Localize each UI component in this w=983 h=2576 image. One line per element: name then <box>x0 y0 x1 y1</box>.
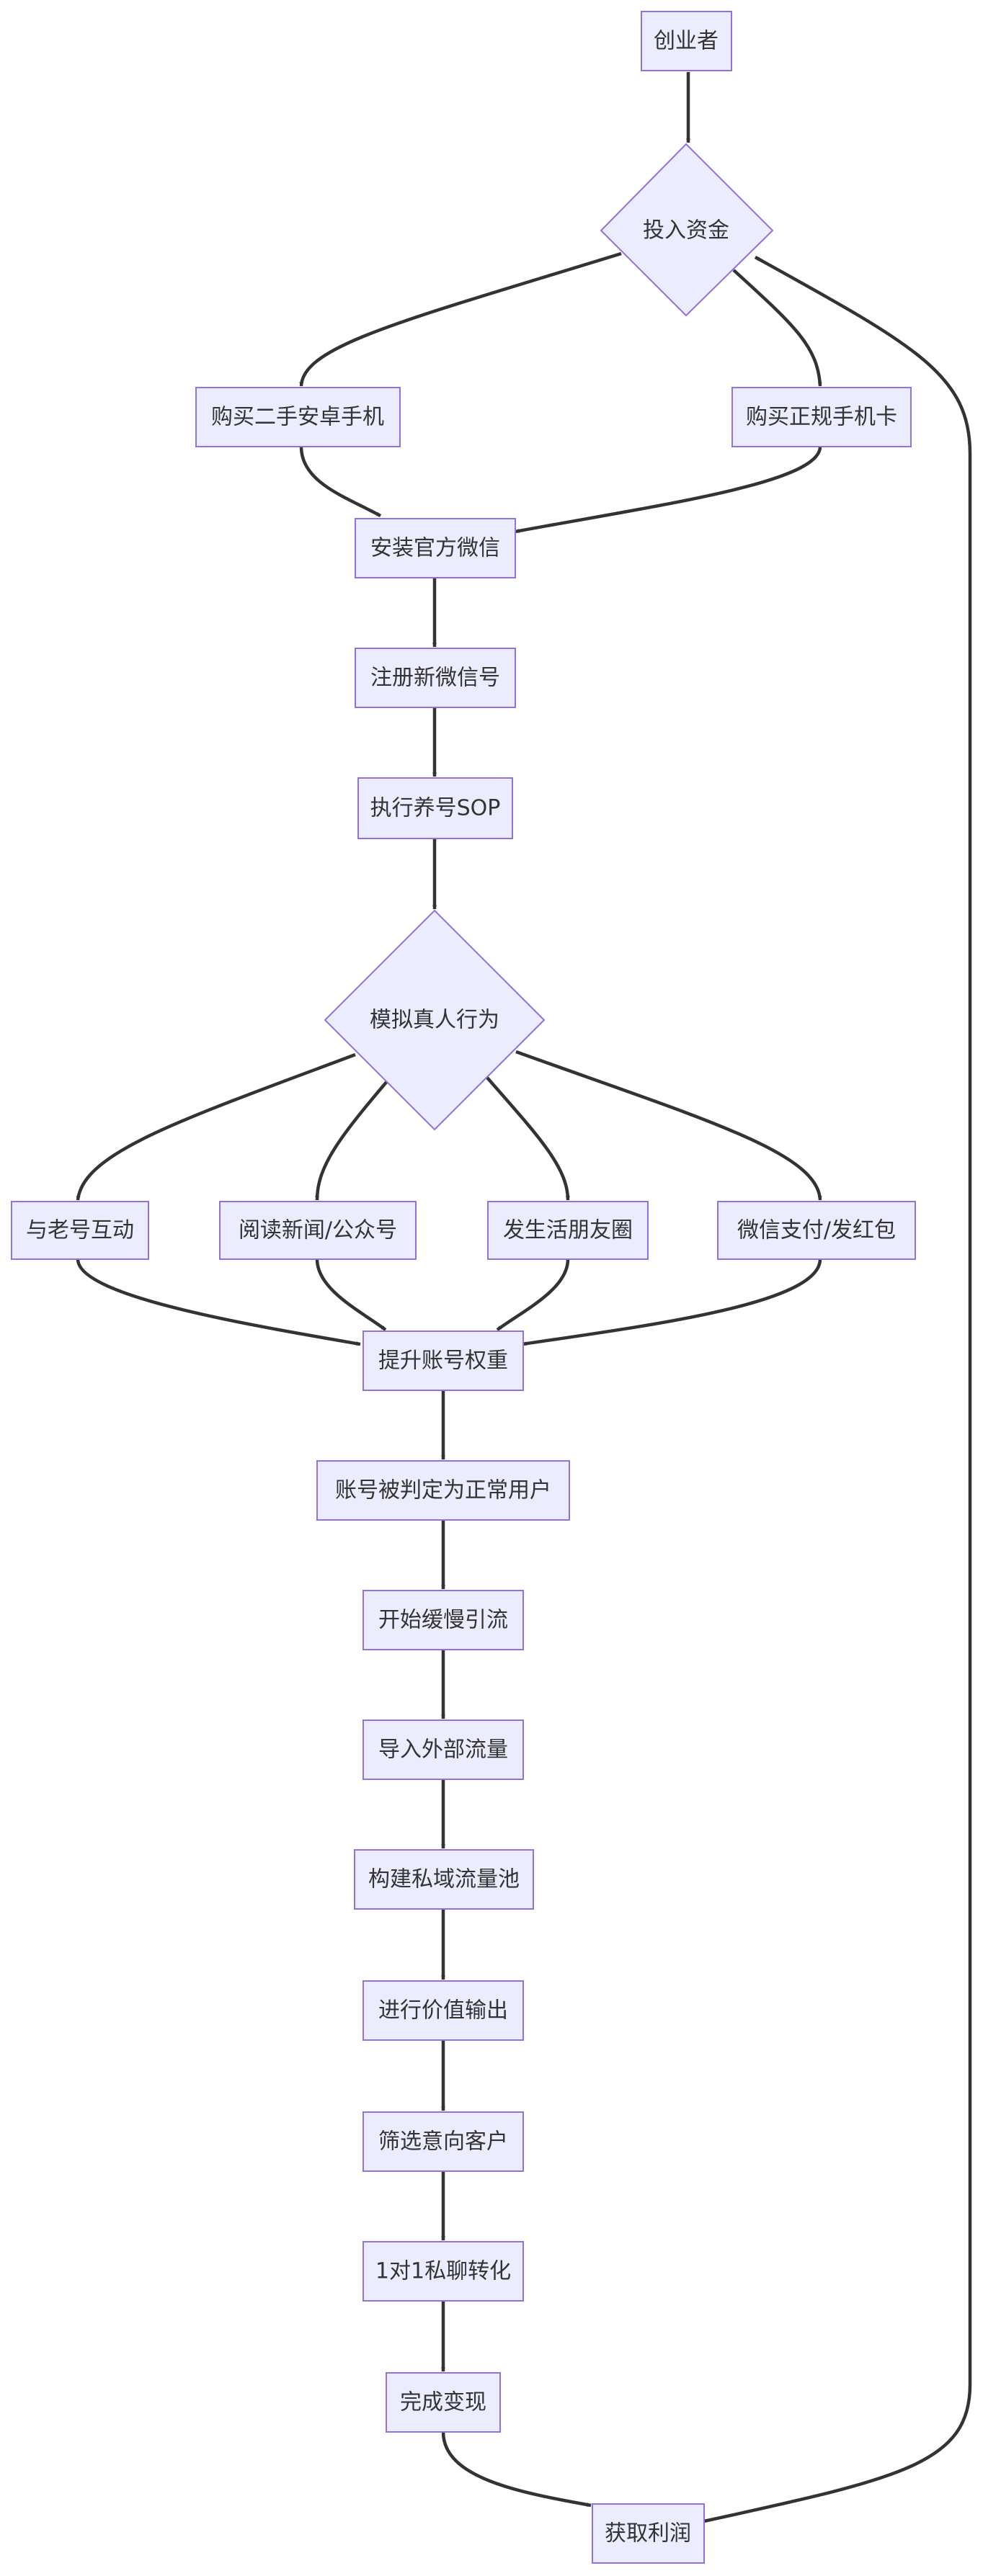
node-register-label: 注册新微信号 <box>370 666 500 691</box>
node-profit-label: 获取利润 <box>605 2521 691 2546</box>
node-buy-sim-label: 购买正规手机卡 <box>746 405 897 430</box>
nodes-layer: 创业者 投入资金 购买二手安卓手机 购买正规手机卡 安装官方微信 注册新微信号 … <box>11 11 916 2564</box>
edge-read-news-to-boost <box>315 1258 387 1331</box>
node-build-pool[interactable]: 构建私域流量池 <box>354 1849 534 1910</box>
node-import-traffic-label: 导入外部流量 <box>378 1738 508 1763</box>
edge-profit-loop-to-invest <box>703 256 972 2523</box>
node-boost-weight[interactable]: 提升账号权重 <box>362 1331 524 1391</box>
node-buy-sim[interactable]: 购买正规手机卡 <box>731 387 912 447</box>
node-install-wechat[interactable]: 安装官方微信 <box>355 518 516 578</box>
edge-interact-old-to-boost <box>76 1258 361 1346</box>
edges-layer <box>76 72 972 2523</box>
node-filter-customers[interactable]: 筛选意向客户 <box>362 2111 524 2172</box>
node-invest-label: 投入资金 <box>643 218 729 243</box>
node-simulate-label: 模拟真人行为 <box>370 1008 499 1033</box>
node-buy-phone[interactable]: 购买二手安卓手机 <box>195 387 401 447</box>
node-build-pool-label: 构建私域流量池 <box>368 1867 520 1892</box>
node-wechat-pay-label: 微信支付/发红包 <box>737 1218 896 1243</box>
node-judged-normal-label: 账号被判定为正常用户 <box>335 1478 551 1503</box>
node-founder[interactable]: 创业者 <box>641 11 732 71</box>
node-import-traffic[interactable]: 导入外部流量 <box>362 1719 524 1780</box>
edge-post-moments-to-boost <box>496 1258 570 1331</box>
node-value-output-label: 进行价值输出 <box>378 1998 508 2023</box>
node-boost-weight-label: 提升账号权重 <box>378 1349 508 1374</box>
edge-wechat-pay-to-boost <box>522 1258 822 1346</box>
node-profit[interactable]: 获取利润 <box>592 2503 705 2564</box>
node-chat-convert[interactable]: 1对1私聊转化 <box>362 2241 524 2302</box>
edge-buy-phone-to-install <box>299 446 382 517</box>
node-monetize[interactable]: 完成变现 <box>386 2372 501 2433</box>
node-monetize-label: 完成变现 <box>400 2390 486 2415</box>
edge-simulate-to-post-moments <box>486 1076 570 1201</box>
node-founder-label: 创业者 <box>654 29 719 54</box>
node-judged-normal[interactable]: 账号被判定为正常用户 <box>316 1460 570 1521</box>
node-filter-customers-label: 筛选意向客户 <box>378 2129 508 2155</box>
node-install-wechat-label: 安装官方微信 <box>370 536 500 561</box>
edge-monetize-to-profit <box>441 2431 592 2508</box>
node-read-news[interactable]: 阅读新闻/公众号 <box>219 1201 417 1260</box>
edge-simulate-to-read-news <box>315 1079 389 1201</box>
node-post-moments-label: 发生活朋友圈 <box>503 1218 633 1243</box>
node-buy-phone-label: 购买二手安卓手机 <box>211 405 384 430</box>
node-value-output[interactable]: 进行价值输出 <box>362 1980 524 2041</box>
node-post-moments[interactable]: 发生活朋友圈 <box>487 1201 649 1260</box>
node-interact-old-label: 与老号互动 <box>26 1218 134 1243</box>
edge-invest-to-buy-sim <box>732 269 822 387</box>
node-read-news-label: 阅读新闻/公众号 <box>239 1218 397 1243</box>
node-start-traffic[interactable]: 开始缓慢引流 <box>362 1590 524 1650</box>
node-chat-convert-label: 1对1私聊转化 <box>375 2259 511 2284</box>
edge-invest-to-buy-phone <box>299 251 622 387</box>
node-register[interactable]: 注册新微信号 <box>355 648 516 708</box>
edge-buy-sim-to-install <box>515 446 822 534</box>
node-nurture-sop-label: 执行养号SOP <box>370 796 501 821</box>
node-wechat-pay[interactable]: 微信支付/发红包 <box>717 1201 916 1260</box>
node-start-traffic-label: 开始缓慢引流 <box>378 1608 508 1633</box>
node-invest[interactable]: 投入资金 <box>600 143 774 317</box>
node-simulate[interactable]: 模拟真人行为 <box>324 909 546 1131</box>
node-nurture-sop[interactable]: 执行养号SOP <box>357 777 513 839</box>
node-interact-old[interactable]: 与老号互动 <box>11 1201 149 1260</box>
edge-simulate-to-wechat-pay <box>515 1050 822 1201</box>
edge-simulate-to-interact-old <box>76 1052 356 1201</box>
